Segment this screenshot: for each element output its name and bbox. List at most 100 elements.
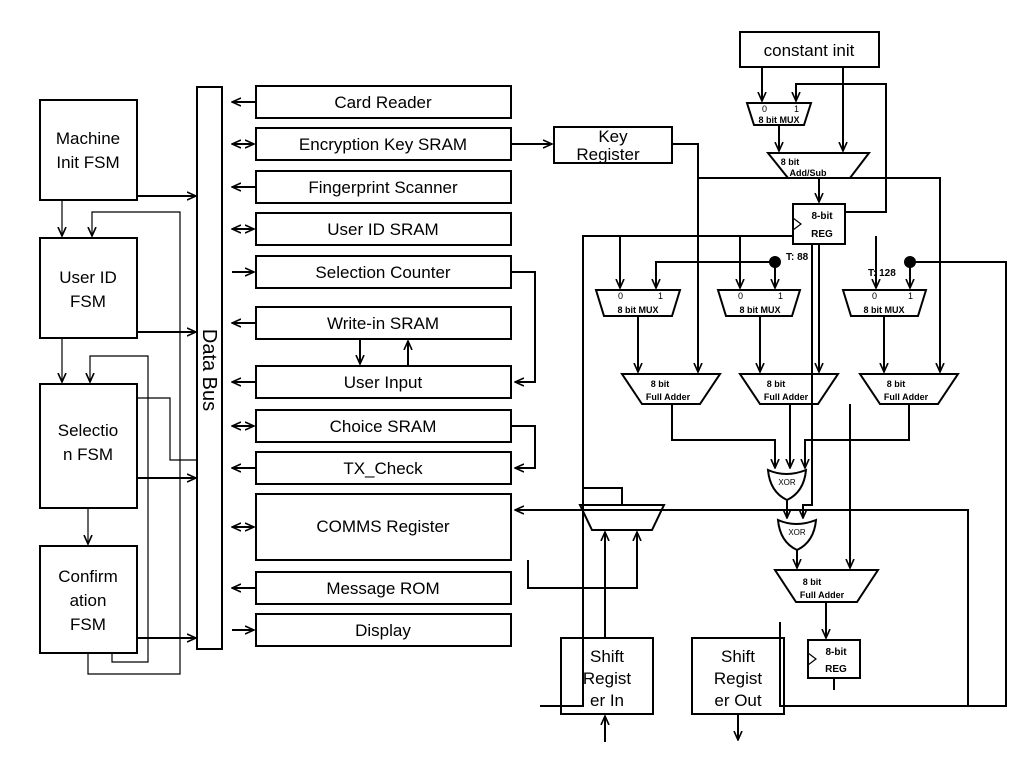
- selection-fsm-label-1: Selectio: [58, 421, 118, 440]
- user-id-sram-box: User ID SRAM: [232, 212, 512, 246]
- bottom-register: 8-bit REG: [807, 639, 861, 679]
- fingerprint-scanner-box: Fingerprint Scanner: [232, 170, 512, 204]
- user-id-sram-label: User ID SRAM: [327, 220, 438, 239]
- machine-init-fsm-label-1: Machine: [56, 129, 120, 148]
- comms-mux: [578, 504, 666, 531]
- xor-gate-1-label: XOR: [778, 478, 796, 487]
- xor-gate-2-label: XOR: [788, 528, 806, 537]
- full-adder-1-label-2: Full Adder: [646, 392, 691, 402]
- shift-register-out: Shift Regist er Out: [691, 637, 785, 715]
- choice-sram-label: Choice SRAM: [330, 417, 437, 436]
- encryption-key-sram-label: Encryption Key SRAM: [299, 135, 467, 154]
- top-register-label-2: REG: [811, 229, 833, 240]
- shift-in-label-3: er In: [590, 691, 624, 710]
- full-adder-4-label-2: Full Adder: [800, 590, 845, 600]
- machine-init-fsm: Machine Init FSM: [39, 99, 138, 201]
- encryption-key-sram-box: Encryption Key SRAM: [232, 127, 512, 161]
- peripherals: Card Reader Encryption Key SRAM Fingerpr…: [232, 85, 536, 647]
- mux-1: 0 1 8 bit MUX: [594, 289, 682, 317]
- user-id-fsm: User ID FSM: [39, 237, 138, 339]
- t128-label: T: 128: [868, 268, 896, 279]
- mux-2-in1: 1: [778, 291, 783, 301]
- confirmation-fsm-label-3: FSM: [70, 615, 106, 634]
- add-sub-label-2: Add/Sub: [790, 168, 827, 178]
- fsm-wiring: [62, 196, 220, 675]
- bottom-register-label-2: REG: [825, 664, 847, 675]
- selection-fsm: Selectio n FSM: [39, 383, 138, 509]
- full-adder-3-label-2: Full Adder: [884, 392, 929, 402]
- full-adder-4-label-1: 8 bit: [803, 577, 822, 587]
- top-mux-in0: 0: [762, 104, 767, 114]
- add-sub-label-1: 8 bit: [781, 157, 800, 167]
- display-box: Display: [232, 613, 512, 647]
- write-in-sram-box: Write-in SRAM: [232, 306, 512, 340]
- comms-register-label: COMMS Register: [316, 517, 450, 536]
- message-rom-box: Message ROM: [232, 571, 512, 605]
- display-label: Display: [355, 621, 411, 640]
- t88-junction: [769, 256, 781, 268]
- selection-counter-label: Selection Counter: [315, 263, 450, 282]
- full-adder-2: 8 bit Full Adder: [738, 373, 840, 405]
- mux-3-in0: 0: [872, 291, 877, 301]
- tx-check-label: TX_Check: [343, 459, 423, 478]
- top-mux-label: 8 bit MUX: [758, 115, 799, 125]
- mux-1-in1: 1: [658, 291, 663, 301]
- xor-gate-1: XOR: [766, 468, 808, 502]
- mux-1-in0: 0: [618, 291, 623, 301]
- confirmation-fsm-label-1: Confirm: [58, 567, 118, 586]
- selection-fsm-label-2: n FSM: [63, 445, 113, 464]
- full-adder-3-label-1: 8 bit: [887, 379, 906, 389]
- mux-2-label: 8 bit MUX: [739, 305, 780, 315]
- add-sub-unit: 8 bit Add/Sub: [765, 152, 872, 179]
- bottom-register-label-1: 8-bit: [825, 647, 847, 658]
- shift-out-label-1: Shift: [721, 647, 755, 666]
- mux-3-in1: 1: [908, 291, 913, 301]
- confirmation-fsm: Confirm ation FSM: [39, 545, 138, 654]
- mux-2-in0: 0: [738, 291, 743, 301]
- card-reader-box: Card Reader: [232, 85, 512, 119]
- t128-junction: [904, 256, 916, 268]
- shift-register-in: Shift Regist er In: [560, 637, 654, 715]
- xor-gate-2: XOR: [776, 518, 818, 552]
- card-reader-label: Card Reader: [334, 93, 432, 112]
- full-adder-4: 8 bit Full Adder: [773, 569, 880, 603]
- choice-sram-box: Choice SRAM: [232, 409, 512, 443]
- selection-counter-box: Selection Counter: [232, 255, 512, 289]
- write-in-sram-label: Write-in SRAM: [327, 314, 439, 333]
- full-adder-1: 8 bit Full Adder: [620, 373, 722, 405]
- t88-label: T: 88: [786, 252, 809, 263]
- user-input-label: User Input: [344, 373, 423, 392]
- full-adder-2-label-2: Full Adder: [764, 392, 809, 402]
- full-adder-3: 8 bit Full Adder: [858, 373, 960, 405]
- tx-check-box: TX_Check: [232, 451, 512, 485]
- datapath-wires: [511, 67, 1007, 742]
- data-bus: Data Bus: [196, 86, 223, 650]
- key-register-label-2: Register: [576, 145, 640, 164]
- key-register-label-1: Key: [598, 127, 628, 146]
- shift-out-label-3: er Out: [714, 691, 762, 710]
- top-register: 8-bit REG: [792, 203, 846, 245]
- full-adder-2-label-1: 8 bit: [767, 379, 786, 389]
- confirmation-fsm-label-2: ation: [70, 591, 107, 610]
- crypto-datapath: constant init 0 1 8 bit MUX 8 bit Add/Su…: [511, 31, 1007, 742]
- shift-out-label-2: Regist: [714, 669, 762, 688]
- top-mux: 0 1 8 bit MUX: [745, 102, 813, 126]
- user-input-box: User Input: [232, 365, 512, 399]
- constant-init-box: constant init: [739, 31, 880, 68]
- message-rom-label: Message ROM: [326, 579, 439, 598]
- comms-register-box: COMMS Register: [232, 493, 512, 561]
- top-mux-in1: 1: [794, 104, 799, 114]
- user-id-fsm-label-1: User ID: [59, 268, 117, 287]
- data-bus-label: Data Bus: [198, 329, 220, 411]
- full-adder-1-label-1: 8 bit: [651, 379, 670, 389]
- key-register-box: Key Register: [553, 126, 673, 164]
- mux-1-label: 8 bit MUX: [617, 305, 658, 315]
- mux-3: 0 1 8 bit MUX: [841, 289, 928, 317]
- user-id-fsm-label-2: FSM: [70, 292, 106, 311]
- shift-in-label-2: Regist: [583, 669, 631, 688]
- machine-init-fsm-label-2: Init FSM: [56, 153, 119, 172]
- top-register-label-1: 8-bit: [811, 211, 833, 222]
- constant-init-label: constant init: [764, 41, 855, 60]
- shift-in-label-1: Shift: [590, 647, 624, 666]
